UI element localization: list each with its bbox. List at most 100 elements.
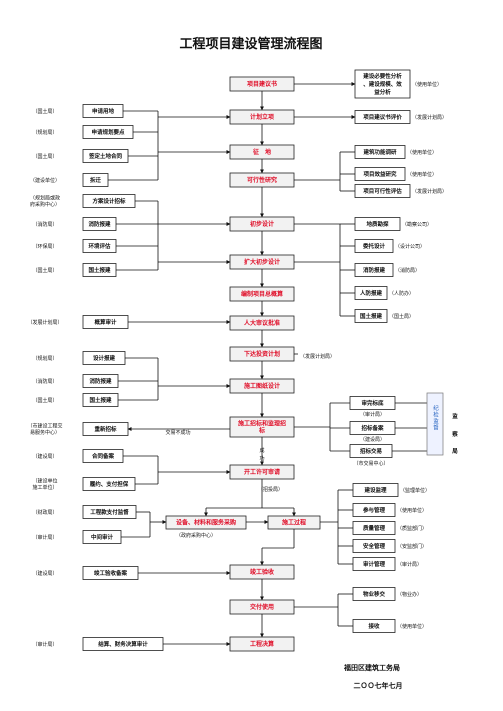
discipline-supervision-box: [426, 392, 444, 456]
right-task-label: 地质勘探: [366, 220, 389, 228]
left-task-label: 重新招标: [94, 425, 117, 433]
diagram-title: 工程项目建设管理流程图: [179, 36, 322, 52]
right-task-label: 审计管理: [363, 560, 386, 568]
main-step-label: 可行性研究: [247, 176, 277, 184]
left-task-label: 国土报建: [88, 266, 111, 274]
left-task-label: 合同备案: [92, 452, 115, 460]
right-task-label: 物业移交: [363, 590, 386, 598]
connector-lines: [108, 82, 427, 646]
right-dept-label: （使用单位）: [397, 507, 427, 514]
right-task-label: 建筑功能调研: [363, 148, 397, 156]
annotation-bid: （招投局）: [258, 486, 283, 493]
left-dept-label: （市建设工程交: [27, 423, 62, 430]
right-task-label: 接收: [368, 622, 380, 630]
right-dept-label: （市交易中心）: [353, 460, 388, 467]
main-step-label: 开工许可审请: [244, 468, 280, 476]
right-task-label: 审完标底: [361, 399, 384, 407]
left-dept-label: （国土局）: [32, 108, 57, 115]
main-step-label: 征 地: [252, 148, 271, 156]
construction-label: 施工过程: [282, 519, 306, 527]
main-step-label: 工程决算: [250, 640, 274, 648]
left-task-label: 消防报建: [88, 220, 111, 228]
right-dept-label: （质监部门）: [397, 525, 427, 532]
left-dept-label: （规划局或政: [30, 195, 60, 202]
footer-org: 福田区建筑工务局: [343, 663, 400, 672]
main-step-label: 项目建议书: [247, 80, 277, 88]
left-dept-label: （审计局）: [32, 641, 57, 648]
left-task-label: 申请规划要点: [91, 128, 125, 136]
right-task-label: 项目效益研究: [363, 170, 397, 178]
annotation-success-1: 成: [259, 447, 264, 454]
main-step-label: 标: [258, 427, 265, 435]
main-step-label: 竣工验收: [250, 568, 274, 576]
right-dept-label: （消防局）: [395, 267, 420, 274]
left-task-label: 概算审计: [94, 318, 117, 326]
procurement-label: 设备、材料和服务采购: [176, 519, 236, 527]
left-dept-label: （建设局）: [32, 570, 57, 577]
right-dept-label: （使用单位）: [397, 623, 427, 630]
right-task-label-line: 、建设规模、效: [363, 80, 402, 88]
left-task-label: 申请用地: [92, 107, 115, 115]
right-task-label: 质量管理: [363, 524, 386, 532]
left-dept-label: （建设单位）: [30, 177, 60, 184]
annotation-admin: （发展计划局）: [300, 353, 335, 360]
left-dept-label: （审计局）: [32, 534, 57, 541]
right-task-label: 人防报建: [360, 289, 383, 297]
main-step-label: 施工图纸设计: [244, 382, 280, 390]
left-dept-label: （国土局）: [32, 267, 57, 274]
left-dept-label: 易服务中心）: [30, 429, 60, 436]
left-dept-label: （国土局）: [32, 153, 57, 160]
main-step-label: 人大审议批准: [244, 319, 280, 327]
right-task-label: 招标交易: [360, 447, 383, 455]
right-dept-label: （审计局）: [360, 411, 385, 418]
annotation-success-2: 功: [259, 455, 264, 462]
right-dept-label: （监理单位）: [400, 487, 430, 494]
supervision-bureau-3: 局: [451, 447, 458, 455]
left-dept-label: （建设单位: [32, 478, 57, 485]
main-step-label: 编制项目总概算: [241, 290, 283, 298]
annotation-gov: （政府采购中心）: [176, 532, 216, 539]
left-task-label: 中间审计: [91, 533, 114, 541]
right-task-label: 国土报建: [360, 312, 383, 320]
main-step-label: 交付使用: [250, 603, 274, 611]
left-task-label: 结算、财务决算审计: [98, 640, 148, 648]
right-dept-label: （发展计划局）: [412, 114, 447, 121]
right-dept-label: （审计局）: [397, 561, 422, 568]
left-dept-label: （规划局）: [32, 129, 57, 136]
left-task-label: 签定土地合同: [88, 152, 123, 160]
left-task-label: 履约、支付担保: [90, 480, 129, 488]
left-dept-label: （规划局）: [32, 355, 57, 362]
right-task-label: 项目建议书评价: [363, 113, 402, 121]
left-dept-label: （财政局）: [32, 509, 57, 516]
left-dept-label: （消防局）: [32, 378, 57, 385]
left-dept-label: （消防局）: [32, 221, 57, 228]
right-task-label: 项目可行性评估: [363, 187, 402, 195]
right-dept-label: （使用单位）: [407, 149, 437, 156]
left-dept-label: （建设局）: [32, 453, 57, 460]
right-task-label-line: 益分析: [374, 88, 391, 96]
left-task-label: 方案设计招标: [92, 197, 126, 205]
right-task-label: 招标备案: [361, 424, 384, 432]
left-dept-label: （发展计划局）: [27, 319, 62, 326]
main-step-label: 下达投资计划: [244, 350, 280, 358]
left-task-label: 消防报建: [89, 377, 112, 385]
main-step-label: 施工招标和监理招: [238, 420, 286, 428]
right-dept-label: （安监部门）: [397, 543, 427, 550]
supervision-bureau-2: 察: [452, 430, 458, 438]
right-task-box: [354, 69, 411, 99]
left-task-label: 竣工验收备案: [94, 569, 128, 577]
right-dept-label: （勘察公司）: [402, 221, 432, 228]
right-dept-label: （国土局）: [389, 313, 414, 320]
footer-date: 二ＯＯ七年七月: [354, 681, 403, 690]
left-dept-label: （国土局）: [32, 397, 57, 404]
right-dept-label: （使用单位）: [407, 171, 437, 178]
right-task-label: 委托设计: [363, 242, 386, 250]
left-support-column: 申请用地（国土局）申请规划要点（规划局）签定土地合同（国土局）拆迁（建设单位）方…: [27, 104, 164, 651]
annotation-fail: 交易不成功: [165, 429, 190, 436]
right-dept-label: （建设局）: [360, 436, 385, 443]
right-dept-label: （人防办）: [389, 290, 414, 297]
main-step-label: 扩大初步设计: [244, 258, 280, 266]
right-task-label: 消防报建: [363, 266, 386, 274]
